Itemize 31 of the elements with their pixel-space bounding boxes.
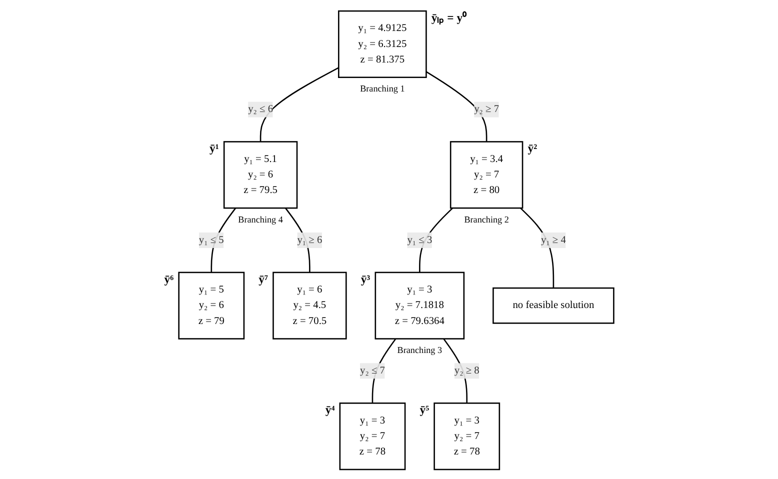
node-box: y₁ = 6 y₂ = 4.5 z = 70.5 bbox=[272, 271, 347, 339]
branching-label: Branching 4 bbox=[238, 214, 283, 224]
edge-label: y₁ ≥ 4 bbox=[540, 234, 566, 245]
node-name-label: ȳ⁴ bbox=[325, 403, 335, 416]
node-name-label: ȳ² bbox=[528, 142, 538, 155]
node-box: y₁ = 3 y₂ = 7 z = 78 bbox=[339, 402, 406, 470]
node-name-label: ȳ¹ bbox=[210, 142, 219, 155]
branching-label: Branching 1 bbox=[360, 83, 405, 94]
node-box: y₁ = 3 y₂ = 7 z = 78 bbox=[434, 402, 500, 470]
edge-label: y₂ ≥ 8 bbox=[454, 364, 480, 376]
node-box: y₁ = 5 y₂ = 6 z = 79 bbox=[178, 271, 245, 339]
node-name-label: ȳ⁵ bbox=[420, 403, 430, 416]
branching-label: Branching 2 bbox=[464, 214, 509, 224]
edge-label: y₁ ≥ 6 bbox=[297, 234, 322, 245]
branching-label: Branching 3 bbox=[397, 344, 442, 355]
node-box: y₁ = 3.4 y₂ = 7 z = 80 bbox=[450, 140, 524, 208]
node-name-label: ȳₗₚ = y⁰ bbox=[431, 10, 467, 24]
node-box: no feasible solution bbox=[492, 286, 614, 324]
edge-label: y₁ ≤ 3 bbox=[407, 234, 432, 245]
node-name-label: ȳ⁶ bbox=[164, 272, 174, 286]
node-box: y₁ = 5.1 y₂ = 6 z = 79.5 bbox=[223, 140, 298, 208]
node-box: y₁ = 3 y₂ = 7.1818 z = 79.6364 bbox=[374, 271, 465, 339]
connector bbox=[426, 70, 488, 142]
edge-label: y₂ ≥ 7 bbox=[474, 103, 500, 114]
edge-label: y₂ ≤ 6 bbox=[248, 103, 274, 114]
connector bbox=[260, 66, 339, 142]
edge-label: y₂ ≤ 7 bbox=[360, 364, 385, 376]
node-box: y₁ = 4.9125 y₂ = 6.3125 z = 81.375 bbox=[338, 10, 427, 78]
node-name-label: ȳ⁷ bbox=[258, 272, 268, 286]
node-name-label: ȳ³ bbox=[360, 272, 370, 286]
edge-label: y₁ ≤ 5 bbox=[198, 234, 224, 245]
